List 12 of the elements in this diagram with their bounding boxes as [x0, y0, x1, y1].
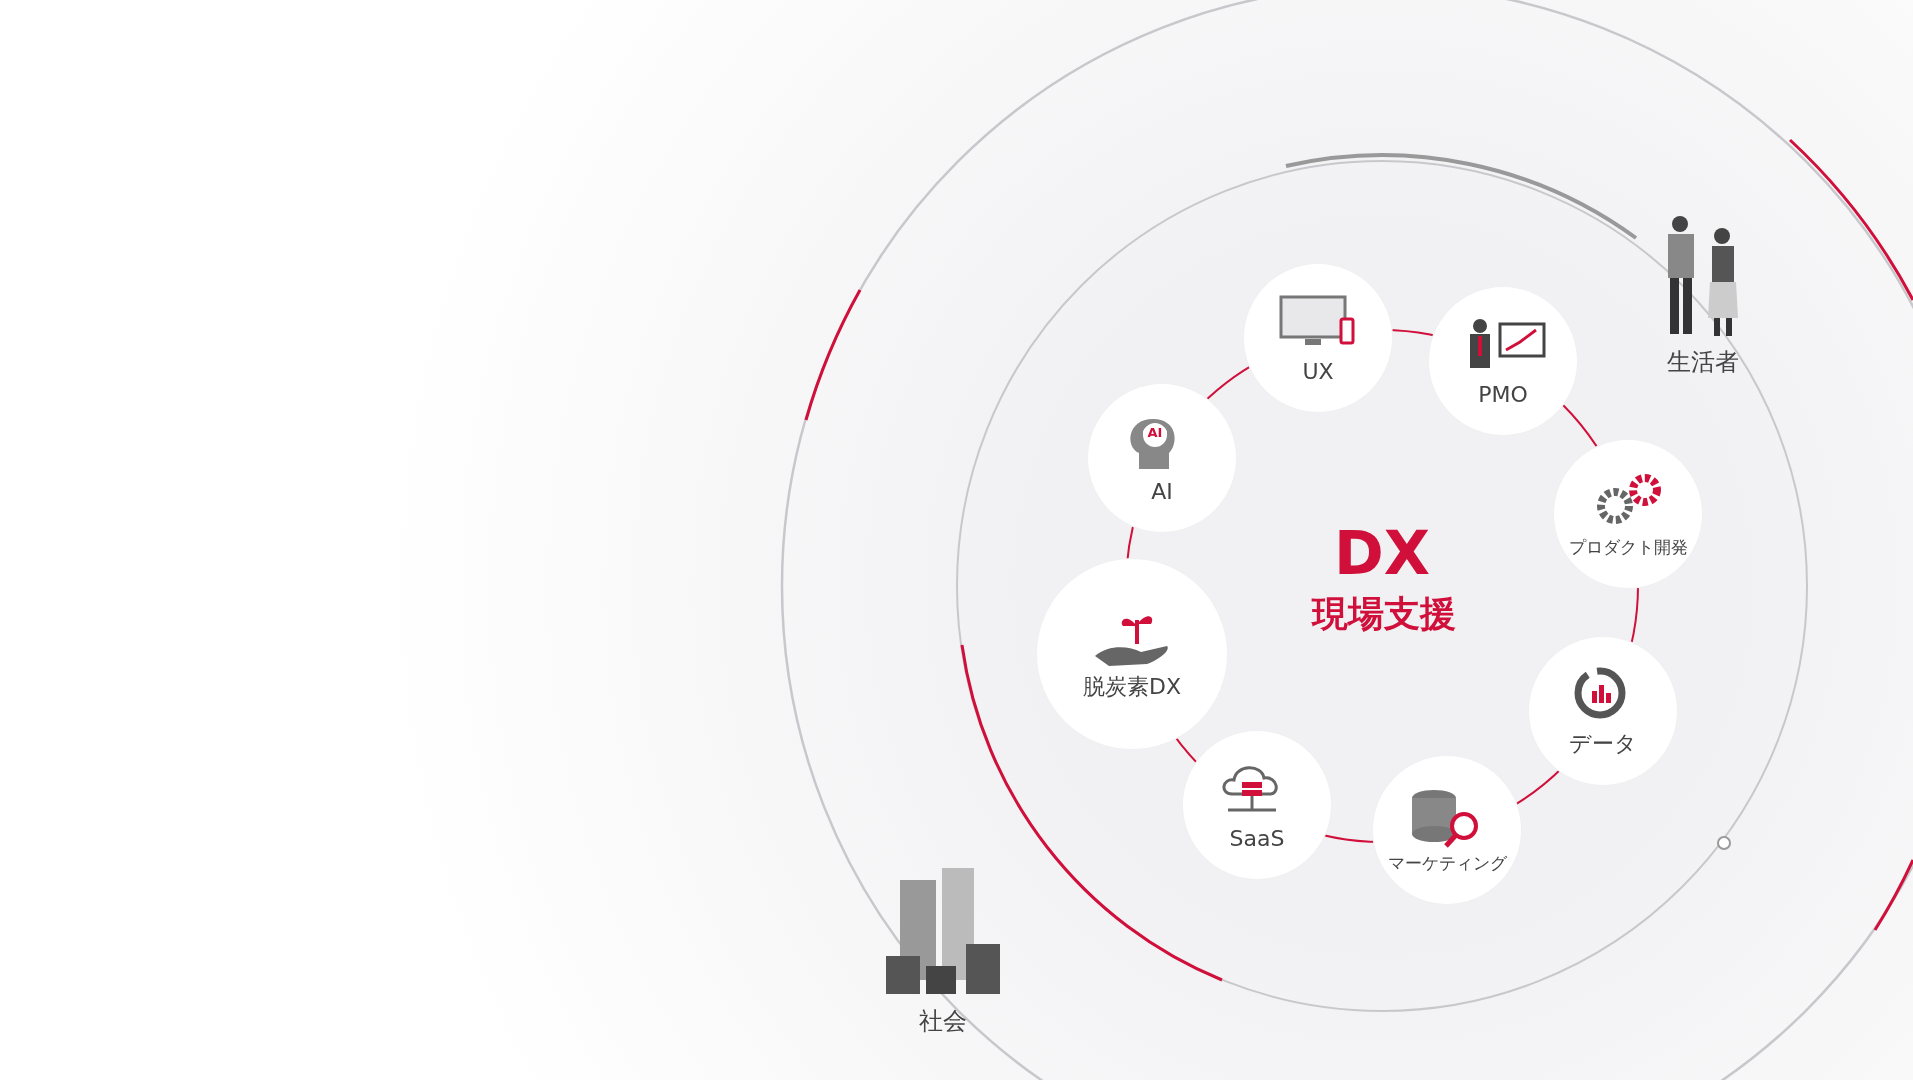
- service-label: プロダクト開発: [1568, 535, 1688, 559]
- person-label: 生活者: [1667, 347, 1739, 378]
- service-label: UX: [1302, 358, 1334, 384]
- service-label: データ: [1569, 730, 1637, 758]
- service-label: 脱炭素DX: [1083, 673, 1181, 701]
- society-label: 社会: [919, 1006, 967, 1037]
- service-label: マーケティング: [1387, 851, 1507, 875]
- center-title: DX: [1333, 518, 1431, 588]
- service-label: SaaS: [1229, 825, 1285, 851]
- service-label: AI: [1151, 478, 1173, 504]
- center-subtitle: 現場支援: [1312, 592, 1456, 636]
- service-label: PMO: [1478, 381, 1528, 407]
